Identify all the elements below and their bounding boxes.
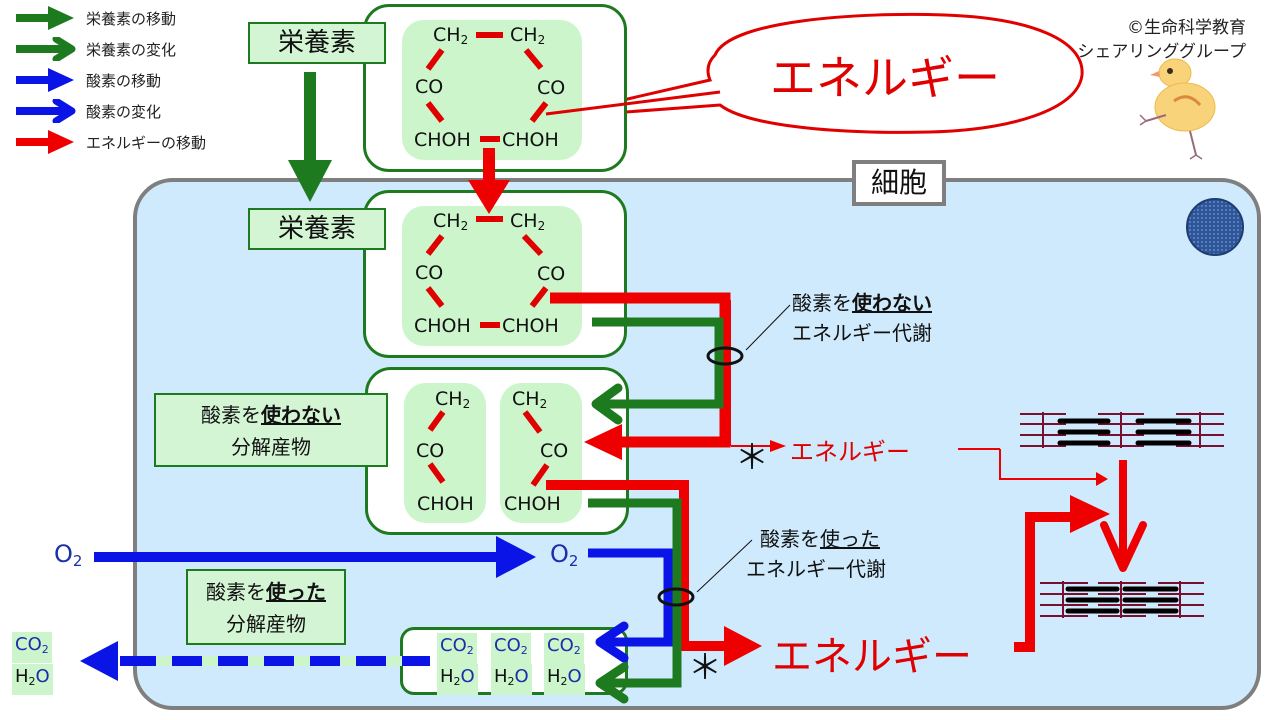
red-solid-arrow-icon [16,130,74,154]
atom-ch2: CH2 [512,388,548,411]
label-text: 分解産物 [231,435,311,459]
atom-choh: CHOH [414,129,471,151]
copyright-line-2: シェアリンググループ [1077,42,1246,62]
h2o-output: H2O [12,664,53,695]
anaerobic-products-label: 酸素を使わない 分解産物 [154,393,388,467]
legend-item-energy-move: エネルギーの移動 [14,130,206,154]
co2-item: CO2 [544,633,584,664]
atom-co: CO [537,77,566,99]
label-text: 分解産物 [226,612,306,636]
legend-label: 栄養素の変化 [86,40,177,59]
label-text: エネルギー代謝 [792,321,932,345]
nutrient-label-inside: 栄養素 [248,208,386,250]
label-bold-text: 使わない [261,403,341,427]
green-open-arrow-icon [16,37,76,61]
h2o-item: H2O [544,664,585,695]
chick-illustration-icon [1139,58,1216,160]
pyruvate-fragment-left [404,383,486,523]
blue-solid-arrow-icon [16,68,74,92]
nutrient-label-outside: 栄養素 [248,22,386,64]
label-text: 酸素を [206,580,266,604]
energy-label-small: エネルギー [790,438,910,466]
atom-ch2: CH2 [510,24,546,47]
label-underlined-text: 使った [820,527,880,551]
label-bold-text: 使った [266,580,326,604]
atom-ch2: CH2 [435,388,471,411]
legend-label: 栄養素の移動 [86,9,177,28]
co2-item: CO2 [491,633,531,664]
legend-item-nutrient-change: 栄養素の変化 [14,37,176,61]
anaerobic-metabolism-label: 酸素を使わない エネルギー代謝 [792,288,932,348]
atom-co: CO [415,262,444,284]
label-text: エネルギー代謝 [746,557,886,581]
label-bold-text: 使わない [852,291,932,315]
atom-choh: CHOH [502,315,559,337]
atom-ch2: CH2 [510,210,546,233]
label-text: 酸素を [792,291,852,315]
cell-title: 細胞 [852,160,946,206]
atom-co: CO [416,440,445,462]
legend-label: 酸素の変化 [86,102,162,121]
atom-choh: CHOH [414,315,471,337]
co2-item: CO2 [437,633,477,664]
nucleus-icon [1186,198,1244,256]
copyright-line-1: ©生命科学教育 [1127,18,1246,38]
atom-ch2: CH2 [433,24,469,47]
atom-choh: CHOH [504,493,561,515]
legend-label: エネルギーの移動 [86,133,207,152]
legend-item-oxygen-change: 酸素の変化 [14,99,161,123]
atom-co: CO [537,263,566,285]
label-text: 酸素を [760,527,820,551]
asterisk-marker: ＊ [735,438,769,478]
co2-output: CO2 [12,632,52,663]
atom-co: CO [540,440,569,462]
aerobic-metabolism-label: 酸素を使った エネルギー代謝 [746,524,886,584]
h2o-item: H2O [437,664,478,695]
legend-label: 酸素の移動 [86,71,162,90]
h2o-item: H2O [491,664,532,695]
label-text: 酸素を [201,403,261,427]
aerobic-products-label: 酸素を使った 分解産物 [186,569,346,645]
legend-item-oxygen-move: 酸素の移動 [14,68,161,92]
copyright-text: ©生命科学教育 シェアリンググループ [1077,16,1246,64]
energy-label-large: エネルギー [772,634,972,680]
asterisk-marker: ＊ [688,648,722,688]
atom-ch2: CH2 [433,210,469,233]
speech-bubble-text: エネルギー [770,51,1000,105]
atom-choh: CHOH [502,129,559,151]
green-solid-arrow-icon [16,6,74,30]
atom-co: CO [415,76,444,98]
oxygen-outside-label: O2 [54,540,83,570]
legend-item-nutrient-move: 栄養素の移動 [14,6,176,30]
blue-open-arrow-icon [16,99,76,123]
atom-choh: CHOH [417,493,474,515]
oxygen-inside-label: O2 [550,540,579,570]
